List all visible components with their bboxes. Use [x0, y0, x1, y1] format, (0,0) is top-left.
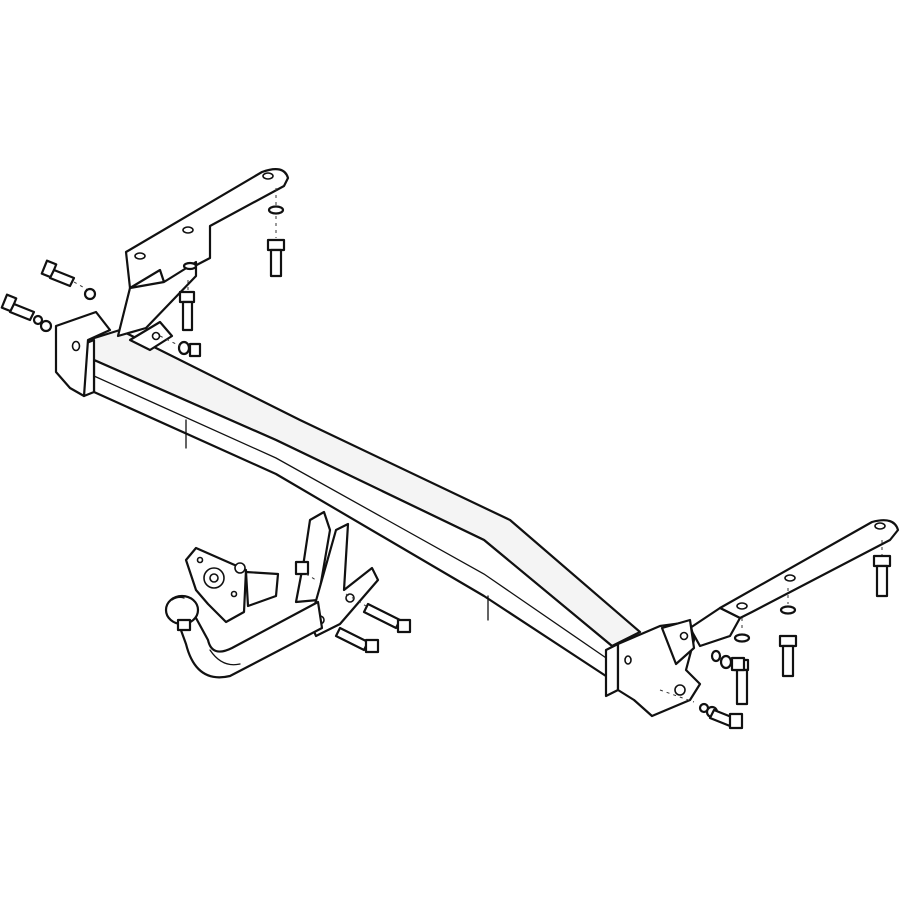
bolt-right-mid: [778, 588, 798, 678]
main-crossbar: [82, 328, 642, 698]
bolt-left-horiz-2: [0, 293, 53, 333]
nut-right: [710, 649, 746, 672]
bolt-set: [0, 188, 892, 730]
bolt-right-horiz: [659, 689, 744, 730]
socket-plate: [184, 546, 280, 624]
right-mounting-bracket: [616, 519, 900, 718]
bolt-left-horiz-1: [40, 259, 97, 301]
tow-ball: [164, 594, 200, 632]
bolt-neck-2: [345, 593, 412, 634]
bolt-neck-3: [334, 626, 380, 654]
bolt-left-top: [266, 188, 286, 278]
bolt-right-top: [872, 540, 892, 598]
left-mounting-bracket: [54, 167, 290, 398]
swan-neck-arm: [176, 510, 380, 679]
bolt-neck-1: [294, 560, 317, 581]
nut-left-lower: [159, 335, 202, 358]
bolt-left-mid: [178, 261, 198, 332]
